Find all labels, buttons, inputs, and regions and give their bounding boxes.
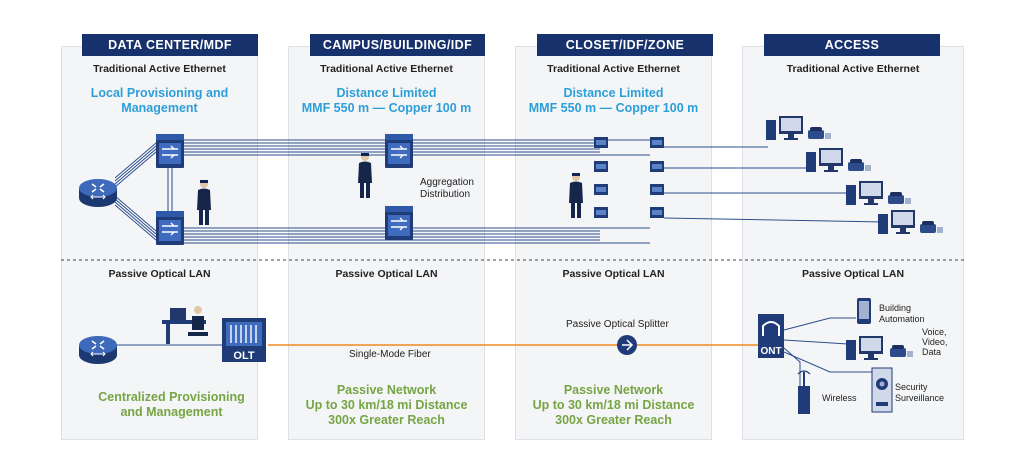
olt-label: OLT bbox=[233, 350, 254, 362]
olt-device: OLT bbox=[222, 318, 266, 362]
active-label-closet: Traditional Active Ethernet bbox=[547, 63, 680, 75]
security-line: Security bbox=[895, 382, 928, 392]
active-desc-line: Management bbox=[121, 101, 198, 115]
aggregation-line: Aggregation bbox=[420, 177, 474, 188]
operator-desk-icon bbox=[162, 306, 208, 344]
aggregation-line: Distribution bbox=[420, 189, 471, 200]
passive-desc-line: Passive Network bbox=[336, 383, 437, 397]
voice-video-data-label: Voice, Video, Data bbox=[922, 327, 947, 357]
ont-device: ONT bbox=[758, 314, 784, 358]
passive-desc-closet: Passive Network Up to 30 km/18 mi Distan… bbox=[515, 383, 712, 428]
ont-label: ONT bbox=[760, 346, 781, 357]
switch-icon bbox=[594, 161, 608, 172]
passive-label-campus: Passive Optical LAN bbox=[335, 268, 438, 280]
building-automation-label: Building Automation bbox=[879, 303, 925, 325]
splitter-icon bbox=[617, 335, 637, 355]
computer-icon bbox=[878, 210, 915, 234]
active-desc-campus: Distance Limited MMF 550 m — Copper 100 … bbox=[288, 86, 485, 116]
ont-cabling bbox=[783, 317, 872, 388]
passive-label-datacenter: Passive Optical LAN bbox=[108, 268, 211, 280]
switch-icon bbox=[650, 161, 664, 172]
passive-desc-line: 300x Greater Reach bbox=[328, 413, 445, 427]
phone-icon bbox=[920, 221, 943, 233]
splitter-label: Passive Optical Splitter bbox=[566, 319, 669, 330]
phone-icon bbox=[848, 159, 871, 171]
switch-icon bbox=[650, 184, 664, 195]
voice-line: Video, bbox=[922, 337, 948, 347]
active-label-datacenter: Traditional Active Ethernet bbox=[93, 63, 226, 75]
switch-icon bbox=[384, 133, 414, 169]
active-desc-line: MMF 550 m — Copper 100 m bbox=[528, 101, 699, 115]
active-desc-line: Distance Limited bbox=[563, 86, 664, 100]
building-line: Building bbox=[879, 303, 912, 313]
active-desc-line: MMF 550 m — Copper 100 m bbox=[301, 101, 472, 115]
active-cabling bbox=[114, 139, 885, 244]
person-icon bbox=[569, 173, 583, 218]
passive-desc-line: and Management bbox=[120, 405, 223, 419]
switch-icon bbox=[650, 137, 664, 148]
column-header-campus: CAMPUS/BUILDING/IDF bbox=[310, 34, 485, 56]
security-label: Security Surveillance bbox=[895, 382, 944, 404]
active-desc-line: Distance Limited bbox=[336, 86, 437, 100]
tablet-icon bbox=[857, 298, 871, 324]
passive-desc-line: Up to 30 km/18 mi Distance bbox=[532, 398, 695, 412]
building-line: Automation bbox=[879, 314, 925, 324]
passive-desc-line: Up to 30 km/18 mi Distance bbox=[305, 398, 468, 412]
active-desc-closet: Distance Limited MMF 550 m — Copper 100 … bbox=[515, 86, 712, 116]
column-header-closet: CLOSET/IDF/ZONE bbox=[537, 34, 713, 56]
passive-desc-line: Passive Network bbox=[563, 383, 664, 397]
passive-label-closet: Passive Optical LAN bbox=[562, 268, 665, 280]
switch-icon bbox=[594, 184, 608, 195]
router-icon bbox=[78, 178, 118, 208]
column-header-datacenter: DATA CENTER/MDF bbox=[82, 34, 258, 56]
closet-switch-stack bbox=[594, 137, 664, 218]
security-line: Surveillance bbox=[895, 393, 945, 403]
switch-icon bbox=[594, 137, 608, 148]
switch-icon bbox=[155, 133, 185, 169]
phone-icon bbox=[890, 345, 913, 357]
passive-desc-line: Centralized Provisioning bbox=[98, 390, 245, 404]
security-camera-icon bbox=[871, 367, 893, 413]
wireless-ap-icon bbox=[797, 370, 811, 414]
computer-icon bbox=[806, 148, 843, 172]
active-label-campus: Traditional Active Ethernet bbox=[320, 63, 453, 75]
active-desc-datacenter: Local Provisioning and Management bbox=[61, 86, 258, 116]
person-icon bbox=[197, 180, 211, 225]
phone-icon bbox=[888, 192, 911, 204]
column-panel-access bbox=[742, 46, 964, 440]
passive-desc-datacenter: Centralized Provisioning and Management bbox=[61, 390, 282, 420]
aggregation-label: Aggregation Distribution bbox=[420, 177, 474, 201]
phone-icon bbox=[808, 127, 831, 139]
passive-label-access: Passive Optical LAN bbox=[801, 268, 905, 280]
switch-icon bbox=[384, 205, 414, 241]
router-icon bbox=[78, 335, 118, 365]
computer-icon bbox=[766, 116, 803, 140]
active-desc-line: Local Provisioning and bbox=[90, 86, 229, 100]
switch-icon bbox=[594, 207, 608, 218]
column-header-access: ACCESS bbox=[764, 34, 940, 56]
person-icon bbox=[358, 153, 372, 198]
passive-desc-line: 300x Greater Reach bbox=[555, 413, 672, 427]
computer-icon bbox=[846, 181, 883, 205]
voice-line: Data bbox=[922, 347, 942, 357]
computer-icon bbox=[846, 336, 883, 360]
switch-icon bbox=[650, 207, 664, 218]
wireless-label: Wireless bbox=[822, 393, 857, 403]
voice-line: Voice, bbox=[922, 327, 947, 337]
passive-desc-campus: Passive Network Up to 30 km/18 mi Distan… bbox=[288, 383, 485, 428]
switch-icon bbox=[155, 210, 185, 246]
active-label-access: Traditional Active Ethernet bbox=[786, 63, 920, 75]
fiber-label: Single-Mode Fiber bbox=[349, 349, 431, 360]
